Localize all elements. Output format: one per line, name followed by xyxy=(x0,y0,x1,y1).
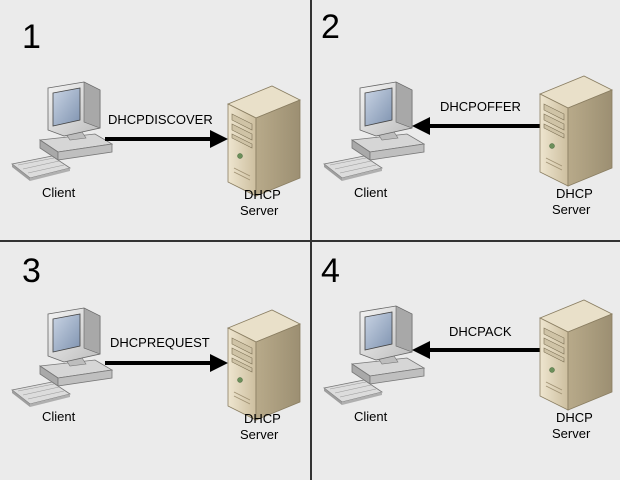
message-label: DHCPACK xyxy=(449,324,512,339)
client-label: Client xyxy=(354,185,388,200)
panel-3: 3 Client DHCPREQUEST DHCP Server xyxy=(11,252,301,442)
message-arrow-right xyxy=(105,354,228,372)
client-label: Client xyxy=(42,409,76,424)
server-label-line1: DHCP xyxy=(556,410,593,425)
client-computer-icon xyxy=(11,81,113,182)
server-tower-icon xyxy=(227,309,301,421)
message-label: DHCPREQUEST xyxy=(110,335,210,350)
message-arrow-left xyxy=(412,341,540,359)
panel-1: 1 Client DHCPDISCOVER DHCP Server xyxy=(11,18,301,218)
step-number: 3 xyxy=(22,252,41,290)
server-tower-icon xyxy=(227,85,301,197)
step-number: 4 xyxy=(321,252,340,290)
server-label-line1: DHCP xyxy=(556,186,593,201)
client-label: Client xyxy=(42,185,76,200)
server-tower-icon xyxy=(539,75,613,187)
client-computer-icon xyxy=(11,307,113,408)
client-computer-icon xyxy=(323,305,425,406)
server-label-line1: DHCP xyxy=(244,187,281,202)
panel-4: 4 Client DHCPACK DHCP Server xyxy=(321,252,613,441)
server-tower-icon xyxy=(539,299,613,411)
server-label-line2: Server xyxy=(552,426,591,441)
message-arrow-left xyxy=(412,117,540,135)
panel-2: 2 Client DHCPOFFER DHCP Server xyxy=(321,8,613,217)
message-label: DHCPDISCOVER xyxy=(108,112,213,127)
step-number: 1 xyxy=(22,18,41,56)
server-label-line1: DHCP xyxy=(244,411,281,426)
message-arrow-right xyxy=(105,130,228,148)
client-label: Client xyxy=(354,409,388,424)
server-label-line2: Server xyxy=(240,427,279,442)
step-number: 2 xyxy=(321,8,340,46)
message-label: DHCPOFFER xyxy=(440,99,521,114)
server-label-line2: Server xyxy=(552,202,591,217)
client-computer-icon xyxy=(323,81,425,182)
server-label-line2: Server xyxy=(240,203,279,218)
